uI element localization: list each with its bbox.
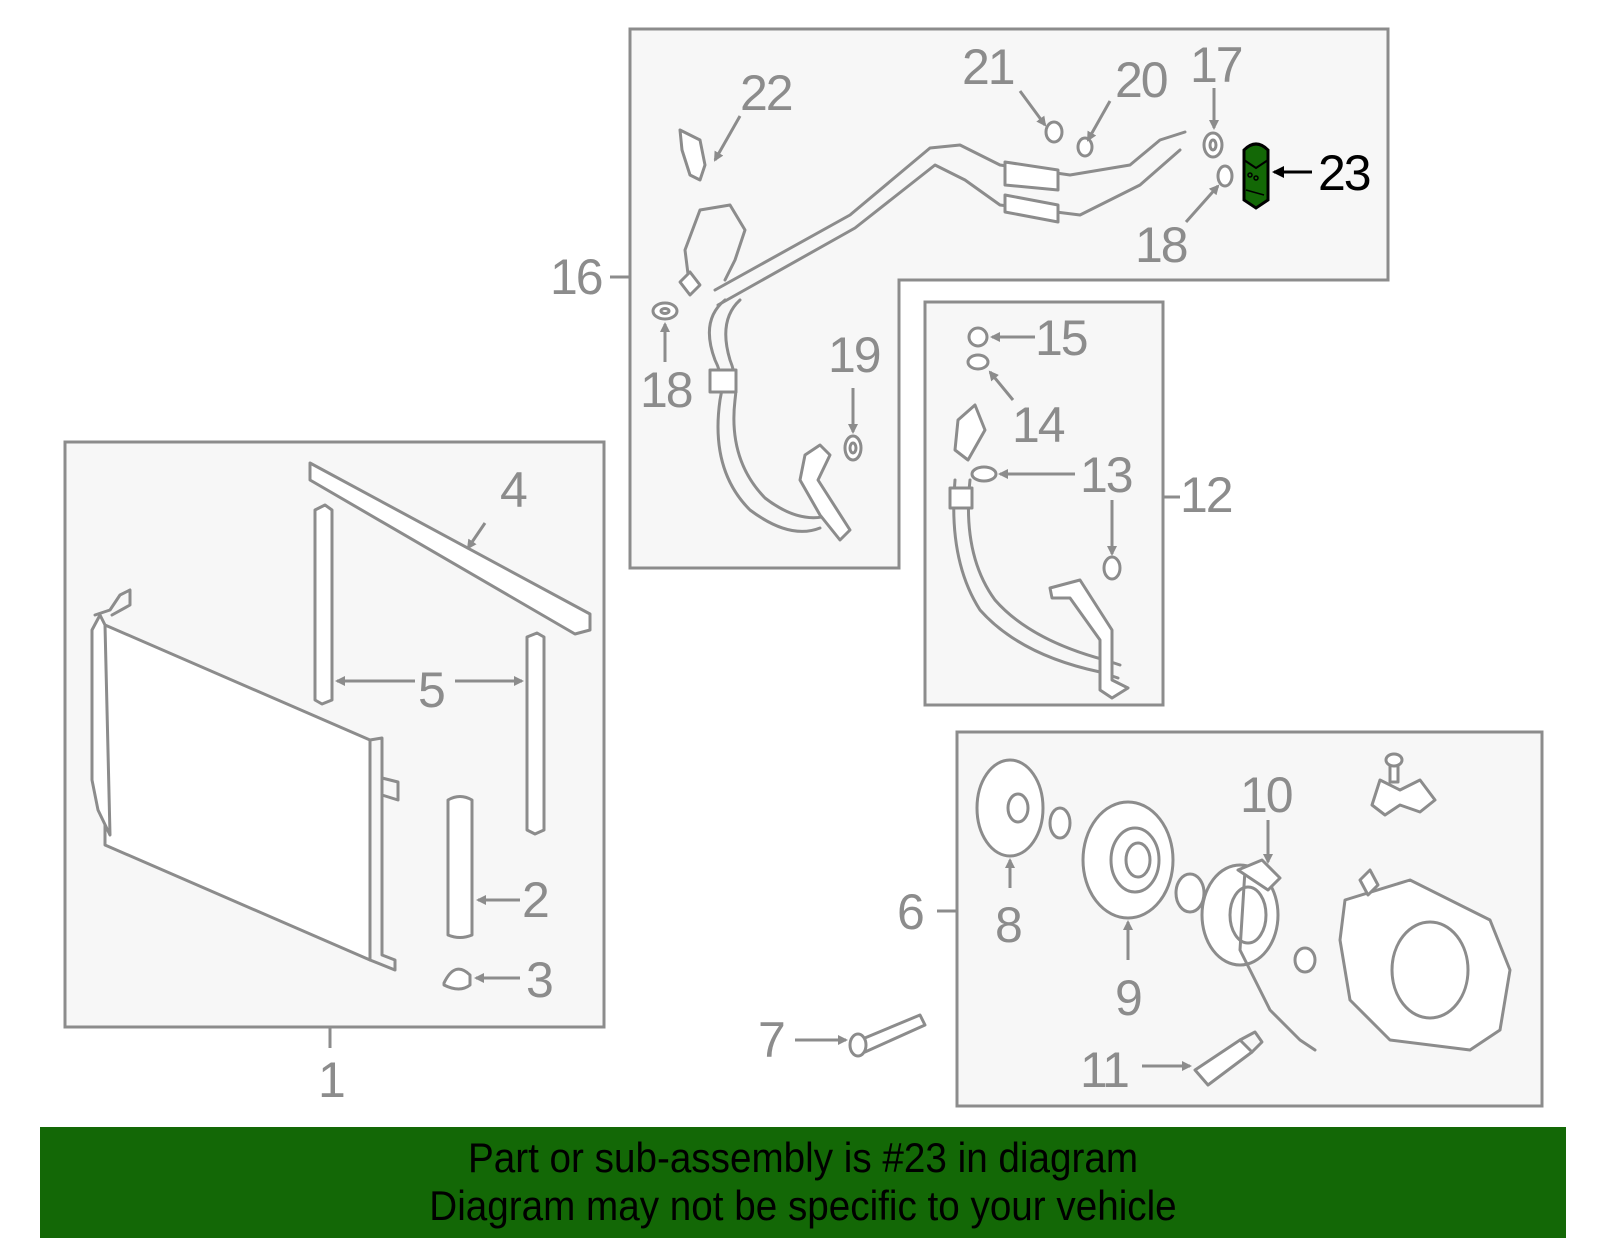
callout-14: 14 bbox=[1012, 397, 1066, 453]
expansion-valve-part-23[interactable] bbox=[1242, 142, 1270, 210]
cap-part-21 bbox=[1044, 120, 1064, 144]
callout-3: 3 bbox=[526, 952, 554, 1008]
discharge-hose-part-12 bbox=[948, 403, 1130, 700]
seal-part-5b bbox=[525, 631, 546, 836]
o-ring-part-19 bbox=[843, 434, 863, 462]
callout-7: 7 bbox=[758, 1012, 786, 1068]
callout-11: 11 bbox=[1080, 1042, 1130, 1098]
callout-1: 1 bbox=[318, 1052, 346, 1108]
compressor-body bbox=[1338, 878, 1512, 1052]
o-ring-part-18a bbox=[1216, 164, 1234, 188]
callout-6: 6 bbox=[897, 884, 925, 940]
callout-20: 20 bbox=[1115, 52, 1169, 108]
bolt-part-7 bbox=[858, 1013, 927, 1054]
callout-23-highlighted[interactable]: 23 bbox=[1318, 145, 1372, 201]
panel-suction-line bbox=[610, 27, 1390, 570]
pressure-sensor-part-22 bbox=[678, 128, 707, 182]
info-banner: Part or sub-assembly is #23 in diagram D… bbox=[40, 1127, 1566, 1238]
seal-part-4 bbox=[308, 461, 592, 636]
callout-22: 22 bbox=[740, 65, 794, 121]
field-coil-part-10 bbox=[1200, 863, 1280, 967]
callout-21: 21 bbox=[962, 39, 1016, 95]
o-ring-part-17 bbox=[1202, 131, 1224, 159]
clutch-plate-part-8 bbox=[975, 758, 1045, 858]
o-ring-part-18b bbox=[651, 301, 679, 321]
callout-16: 16 bbox=[550, 249, 604, 305]
suction-hose-part-16 bbox=[678, 130, 1187, 542]
banner-disclaimer: Diagram may not be specific to your vehi… bbox=[429, 1182, 1177, 1229]
valve-core-part-14 bbox=[966, 353, 990, 371]
callout-10: 10 bbox=[1240, 767, 1294, 823]
drier-part-2 bbox=[446, 795, 474, 939]
callout-2: 2 bbox=[522, 872, 550, 928]
seal-part-5a bbox=[313, 503, 334, 706]
callout-12: 12 bbox=[1180, 467, 1234, 523]
callout-15: 15 bbox=[1035, 310, 1089, 366]
callout-9: 9 bbox=[1115, 970, 1143, 1026]
callout-13: 13 bbox=[1080, 447, 1134, 503]
callout-18b: 18 bbox=[640, 362, 694, 418]
callout-4: 4 bbox=[500, 462, 528, 518]
pulley-part-9 bbox=[1081, 800, 1175, 920]
callout-5: 5 bbox=[418, 662, 446, 718]
callout-17: 17 bbox=[1190, 37, 1244, 93]
callout-18a: 18 bbox=[1135, 217, 1189, 273]
o-ring-part-13a bbox=[970, 465, 998, 483]
valve-core-part-20 bbox=[1076, 136, 1094, 158]
cap-part-15 bbox=[967, 326, 989, 348]
banner-part-notice: Part or sub-assembly is #23 in diagram bbox=[467, 1134, 1139, 1181]
callout-8: 8 bbox=[995, 897, 1023, 953]
o-ring-part-13b bbox=[1102, 555, 1122, 581]
callout-19: 19 bbox=[828, 327, 882, 383]
plug-part-3 bbox=[442, 967, 472, 991]
